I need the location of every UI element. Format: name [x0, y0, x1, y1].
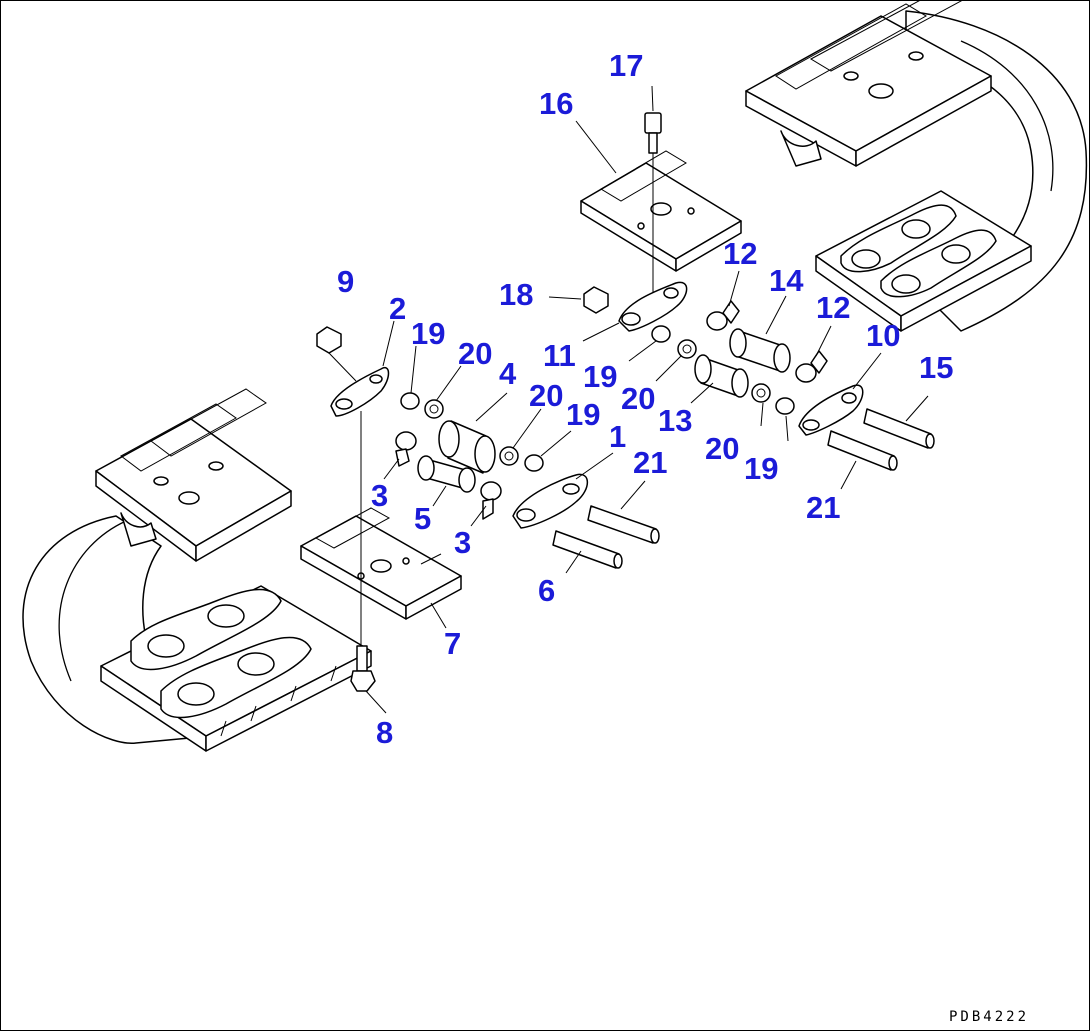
part-16-shoe	[580, 150, 742, 272]
washers	[400, 325, 795, 472]
part-18-nut	[583, 286, 609, 314]
part-3-ring-upper	[395, 431, 417, 467]
callout-3b: 3	[454, 525, 471, 560]
callout-16: 16	[539, 86, 573, 121]
callout-15: 15	[919, 350, 953, 385]
callout-20d: 20	[705, 431, 739, 466]
callout-20c: 20	[621, 381, 655, 416]
callout-1: 1	[609, 419, 626, 454]
bushings	[417, 328, 791, 493]
callout-14: 14	[769, 263, 804, 298]
callout-21b: 21	[806, 490, 840, 525]
part-2-master-link	[330, 366, 390, 417]
callout-11: 11	[543, 338, 576, 373]
part-11-master-link	[618, 281, 688, 332]
callout-20a: 20	[458, 336, 492, 371]
callout-19b: 19	[566, 397, 600, 432]
callout-17: 17	[609, 48, 643, 83]
callout-4: 4	[499, 356, 517, 391]
callout-18: 18	[499, 277, 533, 312]
callout-6: 6	[538, 573, 555, 608]
callout-12a: 12	[723, 236, 757, 271]
part-12-ring-lower	[795, 350, 828, 383]
callout-5: 5	[414, 501, 431, 536]
left-track-shoe-top	[95, 388, 292, 562]
callout-13: 13	[658, 403, 692, 438]
callout-20b: 20	[529, 378, 563, 413]
callout-10: 10	[866, 318, 900, 353]
callout-19a: 19	[411, 316, 445, 351]
drawing-code: PDB4222	[949, 1009, 1029, 1025]
part-3-ring-lower	[480, 481, 502, 520]
part-7-shoe	[300, 507, 462, 620]
right-track-links	[815, 190, 1032, 332]
part-12-ring-upper	[706, 300, 740, 331]
part-8-bolt	[350, 411, 376, 692]
callout-19c: 19	[583, 359, 617, 394]
right-track-shoe-top	[745, 1, 992, 167]
right-track-assembly	[745, 1, 1088, 332]
leader-lines	[365, 85, 929, 714]
part-17-bolt	[644, 112, 662, 301]
callout-21a: 21	[633, 445, 667, 480]
callout-8: 8	[376, 715, 393, 750]
pins	[552, 408, 935, 569]
callout-labels: 17 16 9 2 19 20 4 20 19 1 21 3 5 3 6 7 8…	[337, 48, 953, 750]
callout-9: 9	[337, 264, 354, 299]
part-1-link	[512, 473, 589, 529]
callout-12b: 12	[816, 290, 850, 325]
callout-19d: 19	[744, 451, 778, 486]
part-10-link	[798, 384, 864, 436]
callout-2: 2	[389, 291, 406, 326]
callout-3a: 3	[371, 478, 388, 513]
left-track-assembly	[22, 388, 372, 752]
callout-7: 7	[444, 626, 461, 661]
part-9-nut	[316, 326, 357, 382]
left-track-links	[100, 585, 372, 752]
